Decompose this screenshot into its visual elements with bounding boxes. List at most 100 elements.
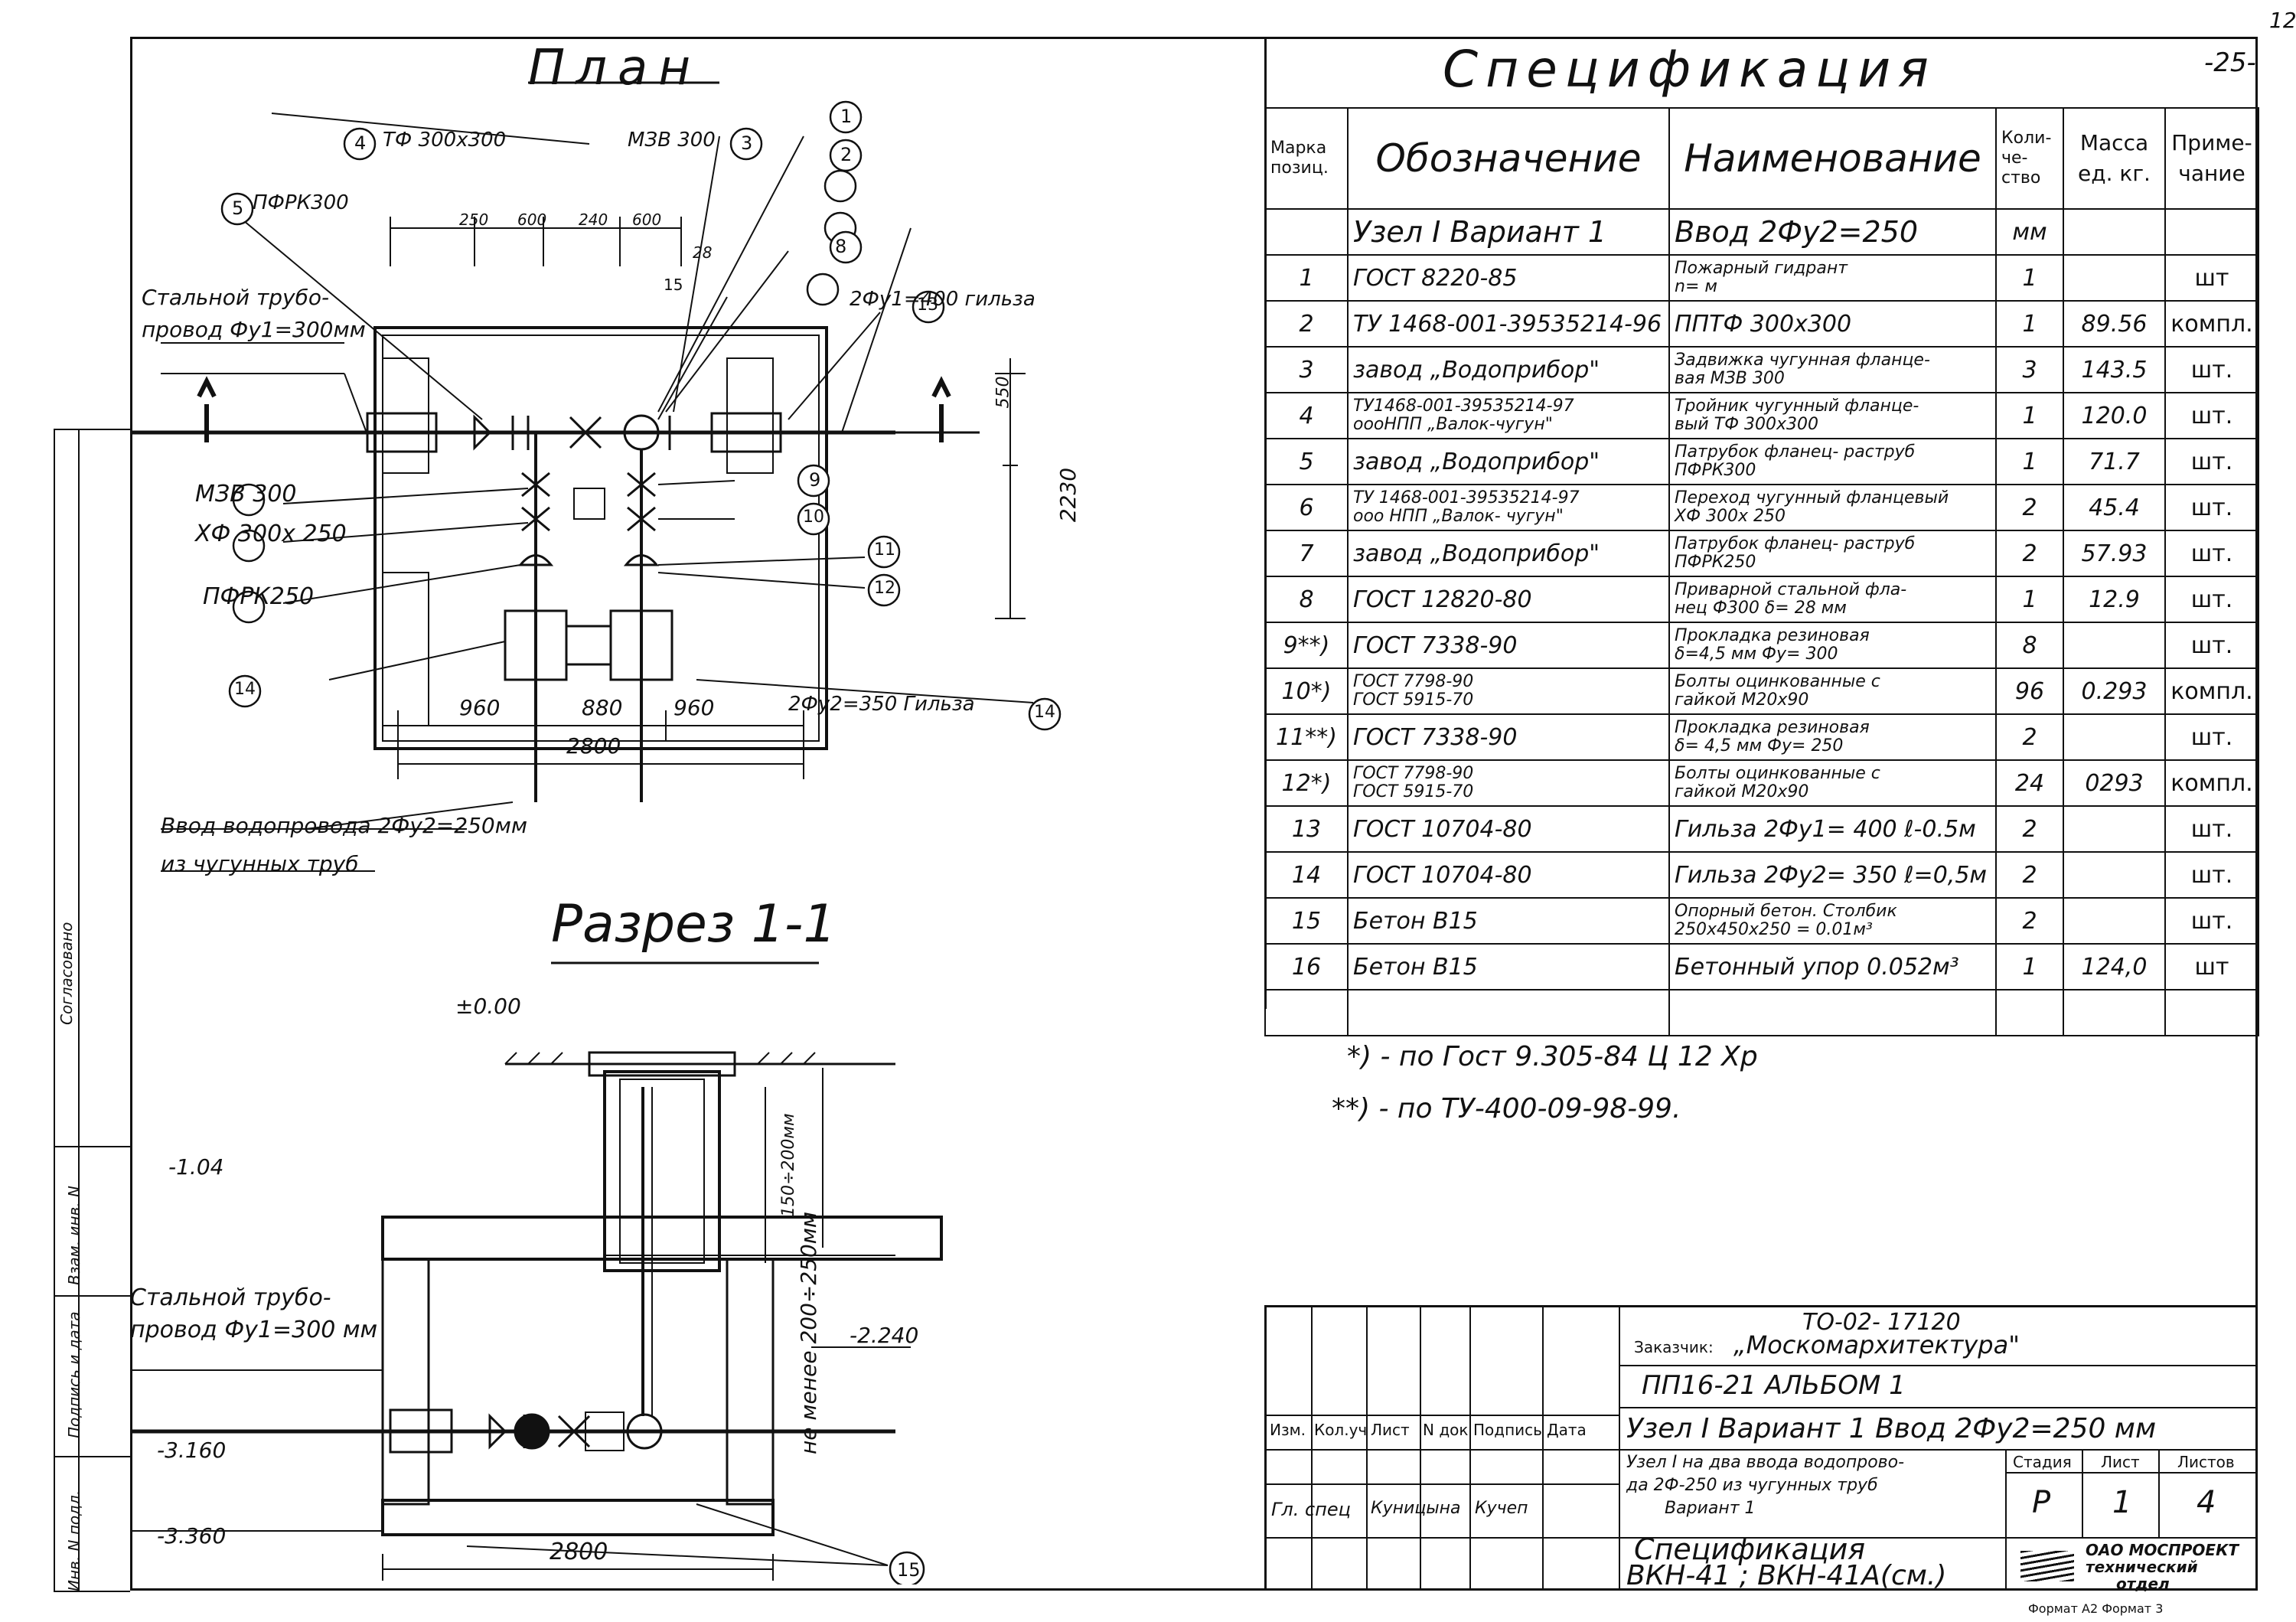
tb-desc-2: да 2Ф-250 из чугунных труб: [1626, 1476, 1878, 1495]
tb-surname: Куницына: [1371, 1499, 1461, 1518]
spec-note-1: *) - по Гост 9.305-84 Ц 12 Хр: [1347, 1041, 1758, 1072]
spec-cell-designation-line: завод „Водоприбор": [1353, 540, 1600, 567]
section-base: [381, 1499, 775, 1536]
dim-28: 28: [693, 243, 713, 262]
spec-cell-note: компл.: [2164, 300, 2259, 348]
spec-cell-qty: 2: [1995, 484, 2064, 531]
spec-cell-name-line: 250x450x250 = 0.01м³: [1675, 920, 1873, 939]
spec-cell-name: Тройник чугунный фланце-вый ТФ 300x300: [1668, 392, 1997, 439]
section-depth-note: не менее 200÷250мм: [796, 1211, 821, 1454]
spec-title: Спецификация: [1443, 40, 1936, 99]
spec-cell-mark: 8: [1264, 576, 1349, 623]
callout-13: 13: [917, 295, 938, 315]
spec-cell-name-line: Патрубок фланец- раструб: [1675, 442, 1916, 462]
valve-right: [627, 472, 656, 498]
plan-label-tf: ТФ 300x300: [383, 129, 507, 152]
spec-cell-name-line: Опорный бетон. Столбик: [1675, 902, 1897, 921]
plan-label-steel-2: провод Фу1=300мм: [142, 317, 366, 342]
spec-cell-mass: 143.5: [2063, 346, 2166, 393]
spec-cell-designation-line: ГОСТ 8220-85: [1353, 264, 1518, 292]
spec-cell-name: Приварной стальной фла-нец Ф300 δ= 28 мм: [1668, 576, 1997, 623]
group-mark: [1264, 208, 1349, 256]
tb-customer-label: Заказчик:: [1634, 1338, 1714, 1356]
level-3160: -3.160: [157, 1438, 227, 1463]
spec-cell-name: Гильза 2Фу2= 350 ℓ=0,5м: [1668, 851, 1997, 899]
tb-org-2: технический: [2086, 1558, 2198, 1576]
spec-cell-mass: 120.0: [2063, 392, 2166, 439]
spec-cell-note: компл.: [2164, 667, 2259, 715]
spec-cell-mark: 14: [1264, 851, 1349, 899]
spec-cell-note: шт.: [2164, 805, 2259, 853]
plan-label-inlet-2: из чугунных труб: [161, 851, 359, 876]
spec-group-row: Узел I Вариант 1 Ввод 2Фу2=250 мм: [1264, 208, 2259, 256]
spec-cell-name-line: n= м: [1675, 277, 1717, 296]
tb-org-1: ОАО МОСПРОЕКТ: [2086, 1541, 2239, 1559]
group-designation: Узел I Вариант 1: [1347, 208, 1670, 256]
spec-cell-designation-line: Бетон В15: [1353, 953, 1478, 981]
col-qty: Коли-че-ство: [1995, 107, 2064, 210]
plan-label-mzv: МЗВ 300: [195, 481, 297, 507]
spec-cell-mark: 4: [1264, 392, 1349, 439]
spec-cell-designation-line: ТУ 1468-001-39535214-96: [1353, 310, 1662, 338]
tb-position: Гл. спец: [1271, 1499, 1351, 1520]
spec-cell-mark: 15: [1264, 897, 1349, 945]
spec-cell-name-line: Болты оцинкованные с: [1675, 672, 1880, 691]
spec-cell-designation-line: ГОСТ 5915-70: [1353, 690, 1474, 710]
spec-cell-designation-line: ТУ1468-001-39535214-97: [1353, 397, 1574, 416]
spec-cell-mark: 7: [1264, 530, 1349, 577]
spec-cell-designation-line: ГОСТ 10704-80: [1353, 815, 1532, 843]
spec-cell-mark: 3: [1264, 346, 1349, 393]
spec-cell-note: шт.: [2164, 392, 2259, 439]
spec-cell-note: шт: [2164, 943, 2259, 990]
dim-960-left: 960: [459, 695, 501, 720]
spec-cell-name-line: Пожарный гидрант: [1675, 259, 1848, 278]
spec-cell-mass: [2063, 622, 2166, 669]
section-dim-150: 150÷200мм: [779, 1113, 798, 1217]
spec-cell-name-line: Патрубок фланец- раструб: [1675, 534, 1916, 553]
left-strip: Согласовано Взам. инв. N Подпись и дата …: [54, 429, 130, 1592]
plan-label-sleeve400: 2Фу1=400 гильза: [850, 288, 1035, 311]
spec-cell-mark: 12*): [1264, 759, 1349, 807]
strip-sign-date: Подпись и дата: [65, 1311, 83, 1438]
pfrk-fitting: [473, 414, 492, 451]
spec-cell-name-line: вый ТФ 300x300: [1675, 415, 1818, 434]
spec-cell-designation: ТУ 1468-001-39535214-96: [1347, 300, 1670, 348]
tb-node: Узел I Вариант 1 Ввод 2Фу2=250 мм: [1626, 1413, 2157, 1444]
spec-cell-name-line: ХФ 300x 250: [1675, 507, 1786, 526]
spec-cell-name-line: гайкой М20x90: [1675, 782, 1809, 801]
tb-signature: Кучеп: [1475, 1499, 1528, 1518]
spec-cell-mass: 0293: [2063, 759, 2166, 807]
spec-cell-note: шт.: [2164, 713, 2259, 761]
spec-cell-note: шт: [2164, 254, 2259, 302]
chamber-outline: [373, 326, 828, 750]
spec-cell-designation: Бетон В15: [1347, 897, 1670, 945]
plan-label-sleeve350: 2Фу2=350 Гильза: [788, 693, 975, 716]
spec-cell-designation-line: ГОСТ 12820-80: [1353, 586, 1532, 613]
spec-cell-note: шт.: [2164, 346, 2259, 393]
tb-stage-label: Стадия: [2013, 1453, 2072, 1471]
tb-h-list: Лист: [1371, 1421, 1410, 1439]
dim-960-right: 960: [673, 695, 715, 720]
tb-sheet-label: Лист: [2101, 1453, 2140, 1471]
dim-2800-plan: 2800: [566, 733, 621, 759]
callout-10: 10: [803, 507, 824, 527]
spec-cell-qty: 1: [1995, 438, 2064, 485]
dim-2230: 2230: [1055, 467, 1081, 523]
col-name: Наименование: [1668, 107, 1997, 210]
sleeve-lower-right: [609, 609, 673, 681]
callout-2: 2: [840, 144, 853, 165]
spec-cell-mass: 12.9: [2063, 576, 2166, 623]
spec-cell-name-line: Прокладка резиновая: [1675, 718, 1870, 737]
callout-3: 3: [741, 132, 753, 154]
